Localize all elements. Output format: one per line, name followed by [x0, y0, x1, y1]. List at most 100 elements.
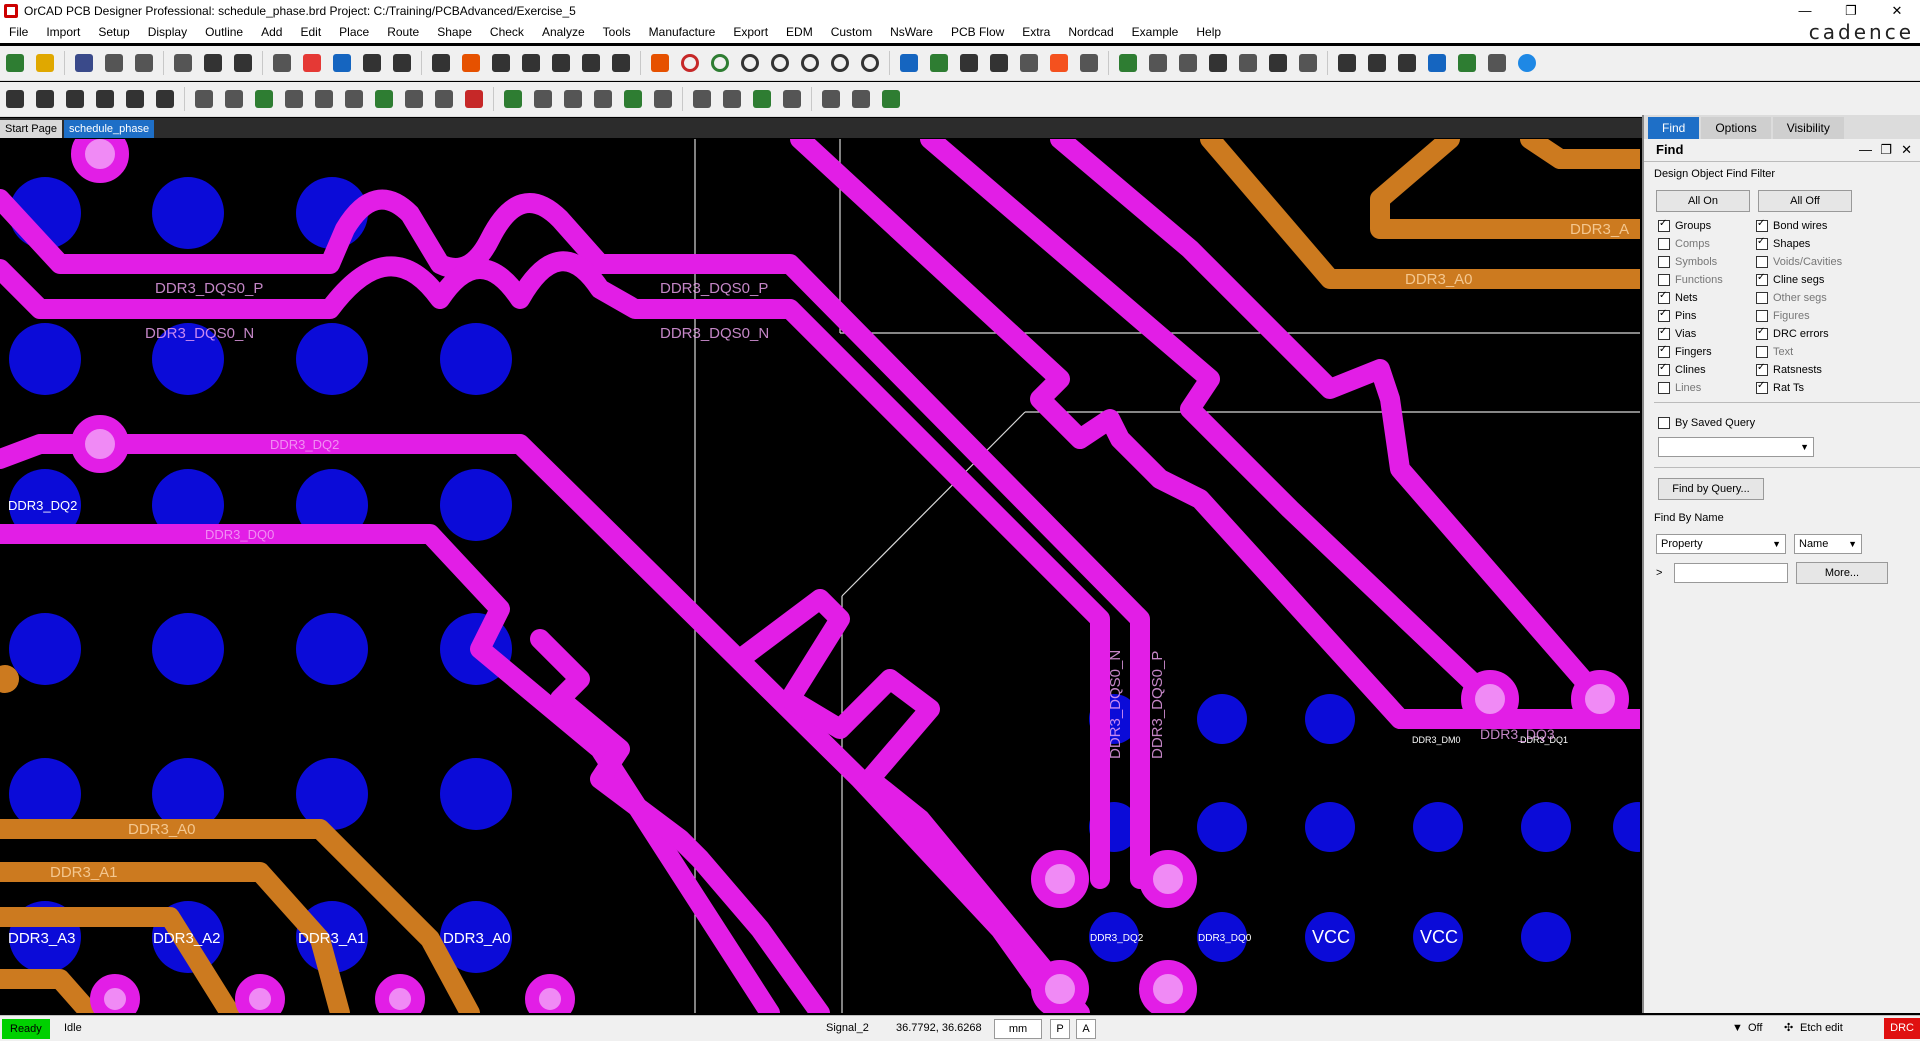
matrix-icon[interactable]	[651, 87, 675, 111]
route-icon[interactable]	[459, 51, 483, 75]
via[interactable]	[1305, 912, 1355, 962]
pin[interactable]	[525, 974, 575, 1013]
saved-query-checkbox[interactable]: By Saved Query	[1658, 415, 1920, 431]
polygon-icon[interactable]	[342, 87, 366, 111]
checkbox-clines[interactable]	[1658, 362, 1670, 376]
shape-edit-icon[interactable]	[312, 87, 336, 111]
menu-setup[interactable]: Setup	[98, 25, 130, 39]
report-icon[interactable]	[1116, 51, 1140, 75]
menu-manufacture[interactable]: Manufacture	[648, 25, 716, 39]
trace-dq0-serp[interactable]	[530, 629, 830, 1013]
mirror-icon[interactable]	[957, 51, 981, 75]
drc-icon[interactable]	[678, 51, 702, 75]
via[interactable]	[1305, 694, 1355, 744]
select-icon[interactable]	[282, 87, 306, 111]
delay-tune-icon[interactable]	[519, 51, 543, 75]
filter-voids-cavities[interactable]: Voids/Cavities	[1756, 254, 1886, 270]
tab-find[interactable]: Find	[1648, 117, 1700, 139]
via[interactable]	[1413, 802, 1463, 852]
checkbox-vias[interactable]	[1658, 326, 1670, 340]
via[interactable]	[152, 758, 224, 830]
tab-options[interactable]: Options	[1701, 117, 1771, 139]
checkbox-drc-errors[interactable]	[1756, 326, 1768, 340]
filter-functions[interactable]: Functions	[1658, 272, 1756, 288]
panel-float-icon[interactable]: ❐	[1880, 142, 1892, 157]
shape-icon[interactable]	[1047, 51, 1071, 75]
gloss-icon[interactable]	[609, 51, 633, 75]
pin[interactable]	[1031, 960, 1089, 1013]
via[interactable]	[440, 758, 512, 830]
ref-des-icon[interactable]	[621, 87, 645, 111]
filter-ratsnests[interactable]: Ratsnests	[1756, 362, 1886, 378]
checkbox-other-segs[interactable]	[1756, 292, 1768, 304]
menu-place[interactable]: Place	[339, 25, 370, 39]
add-connect-icon[interactable]	[330, 51, 354, 75]
zoom-world-icon[interactable]	[708, 51, 732, 75]
checkbox-text[interactable]	[1756, 346, 1768, 358]
via[interactable]	[296, 613, 368, 685]
pcb-drawing[interactable]: DDR3_DQS0_P DDR3_DQS0_P DDR3_DQS0_N DDR3…	[0, 139, 1640, 1013]
new-icon[interactable]	[3, 51, 27, 75]
via[interactable]	[9, 323, 81, 395]
delete-icon[interactable]	[171, 51, 195, 75]
zoom-in-icon[interactable]	[798, 51, 822, 75]
minimize-button[interactable]: —	[1798, 3, 1812, 18]
slide-icon[interactable]	[360, 51, 384, 75]
pin[interactable]	[90, 974, 140, 1013]
trace-a2[interactable]	[0, 907, 240, 1013]
all-on-button[interactable]: All On	[1656, 190, 1750, 212]
dot-matrix-icon[interactable]	[780, 87, 804, 111]
pin[interactable]	[1139, 960, 1197, 1013]
menu-nsware[interactable]: NsWare	[890, 25, 933, 39]
menu-import[interactable]: Import	[46, 25, 81, 39]
camera-icon[interactable]	[591, 87, 615, 111]
menu-add[interactable]: Add	[261, 25, 283, 39]
menu-file[interactable]: File	[9, 25, 29, 39]
open-icon[interactable]	[33, 51, 57, 75]
place-manual-icon[interactable]	[501, 87, 525, 111]
filter-state[interactable]: Off	[1748, 1022, 1763, 1034]
filter-comps[interactable]: Comps	[1658, 236, 1756, 252]
saved-query-box[interactable]	[1658, 417, 1670, 429]
hourglass-icon[interactable]	[1395, 51, 1419, 75]
layer-icon[interactable]	[1077, 51, 1101, 75]
save-icon[interactable]	[72, 51, 96, 75]
a-toggle[interactable]: A	[1076, 1019, 1096, 1039]
color-fill-icon[interactable]	[462, 87, 486, 111]
trace-dq3[interactable]	[790, 139, 1640, 729]
menu-analyze[interactable]: Analyze	[541, 25, 585, 39]
undo-icon[interactable]	[201, 51, 225, 75]
menu-example[interactable]: Example	[1131, 25, 1179, 39]
menu-route[interactable]: Route	[387, 25, 420, 39]
via[interactable]	[440, 323, 512, 395]
menu-check[interactable]: Check	[489, 25, 524, 39]
via[interactable]	[1197, 802, 1247, 852]
via[interactable]	[296, 323, 368, 395]
void-icon[interactable]	[432, 87, 456, 111]
drc-indicator[interactable]: DRC	[1884, 1018, 1920, 1039]
via[interactable]	[1413, 912, 1463, 962]
color-icon[interactable]	[1017, 51, 1041, 75]
via[interactable]	[440, 901, 512, 973]
checkbox-nets[interactable]	[1658, 290, 1670, 304]
application-mode[interactable]: Etch edit	[1800, 1022, 1843, 1034]
place-auto-icon[interactable]	[531, 87, 555, 111]
checkbox-pins[interactable]	[1658, 308, 1670, 322]
via[interactable]	[9, 613, 81, 685]
filter-text[interactable]: Text	[1756, 344, 1886, 360]
checkbox-bond-wires[interactable]	[1756, 218, 1768, 232]
pin[interactable]	[375, 974, 425, 1013]
trace-a-top[interactable]	[1370, 139, 1640, 239]
panel-close-icon[interactable]: ✕	[1901, 142, 1912, 157]
redraw-icon[interactable]	[897, 51, 921, 75]
filter-lines[interactable]: Lines	[1658, 380, 1756, 396]
frame-icon[interactable]	[153, 87, 177, 111]
checkbox-fingers[interactable]	[1658, 344, 1670, 358]
checkbox-figures[interactable]	[1756, 310, 1768, 322]
bar-icon[interactable]	[879, 87, 903, 111]
filter-fingers[interactable]: Fingers	[1658, 344, 1756, 360]
trace-dqs0-n[interactable]	[0, 251, 1110, 889]
rect-icon[interactable]	[372, 87, 396, 111]
grid-alt-icon[interactable]	[750, 87, 774, 111]
checkbox-symbols[interactable]	[1658, 256, 1670, 268]
